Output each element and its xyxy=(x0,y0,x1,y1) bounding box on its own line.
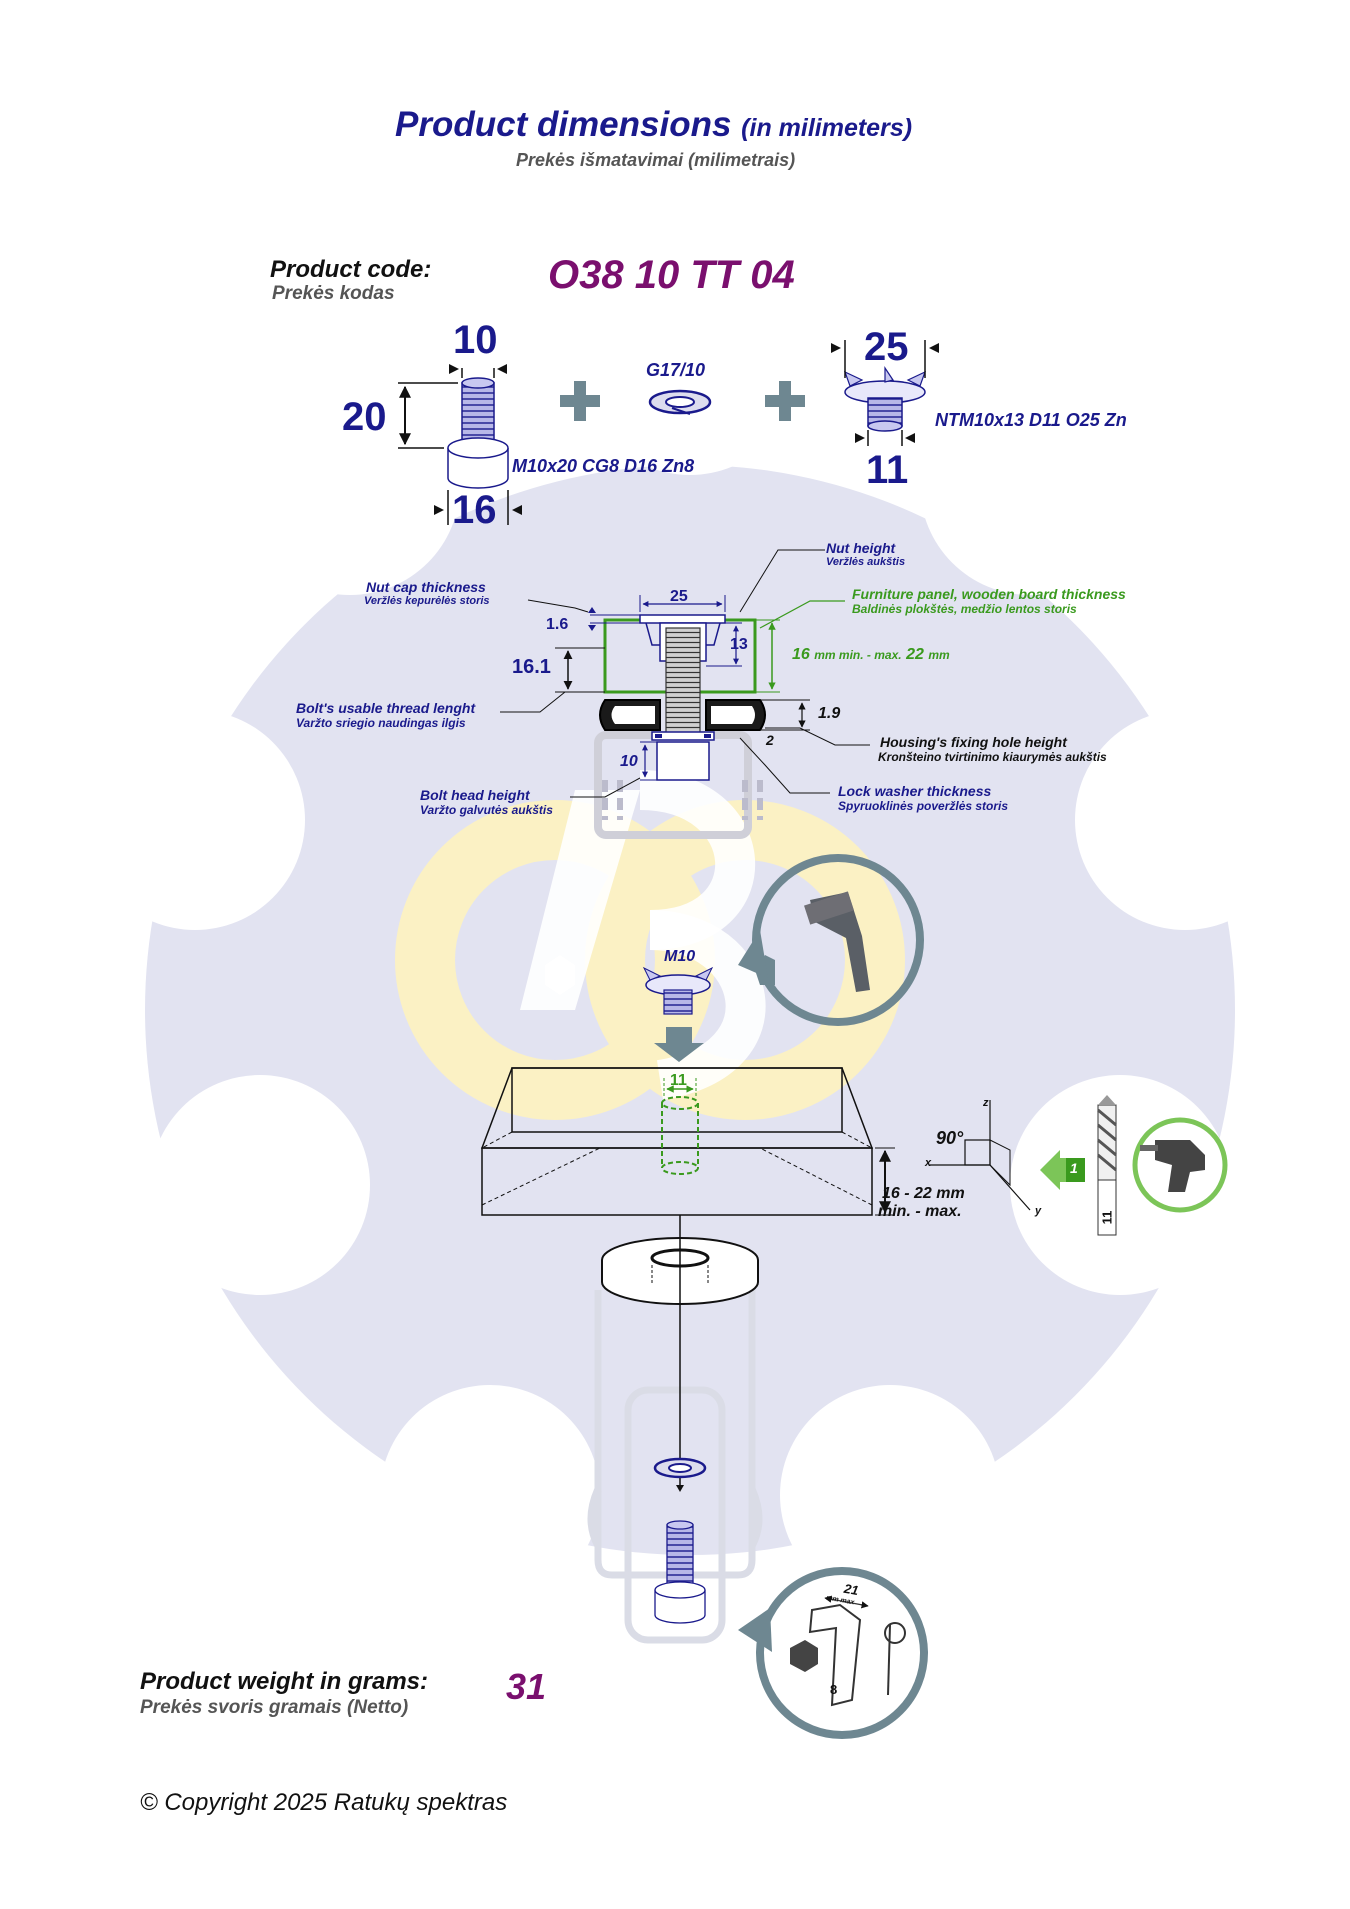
assembly-cross-section xyxy=(500,549,870,839)
bolt-diameter-label: 10 xyxy=(453,318,498,362)
assembly-nut-width-value: 25 xyxy=(670,588,688,605)
right-angle-axes xyxy=(930,1100,1031,1211)
page-title-text: Product dimensions xyxy=(395,105,732,144)
hex-key-tool-icon xyxy=(756,1567,928,1739)
tnut-small-drawing xyxy=(642,966,714,1015)
thread-length-label: Bolt's usable thread lenght xyxy=(296,700,476,716)
page-title: Product dimensions (in milimeters) xyxy=(395,105,912,145)
axis-x-label: x xyxy=(925,1157,932,1169)
board-range-label: 16 - 22 mm xyxy=(882,1185,965,1202)
axis-z-label: z xyxy=(983,1097,989,1109)
hex-size-label: 8 xyxy=(830,1682,838,1697)
bolt-drawing xyxy=(398,364,522,525)
panel-range-min: 16 xyxy=(792,646,810,663)
weight-label: Product weight in grams: xyxy=(140,1668,429,1695)
nut-height-label-lt: Veržlės aukštis xyxy=(826,556,906,568)
bolt-length-label: 20 xyxy=(342,395,387,439)
power-drill-icon xyxy=(1132,1117,1228,1213)
assembly-nut-height-value: 13 xyxy=(730,636,748,653)
nut-cap-label-lt: Veržlės kepurėlės storis xyxy=(364,595,490,607)
hammer-arrow-icon xyxy=(738,930,768,978)
lock-washer-thickness-label-lt: Spyruoklinės poveržlės storis xyxy=(838,799,1009,813)
bolt-head-height-label-lt: Varžto galvutės aukštis xyxy=(420,803,553,817)
install-nut-label: M10 xyxy=(664,948,696,965)
hole-diameter-label: 11 xyxy=(670,1072,687,1089)
bolt-head-diameter-label: 16 xyxy=(452,488,497,532)
lock-washer-small-drawing xyxy=(653,1457,707,1479)
tnut-drawing xyxy=(831,340,939,446)
angle-label: 90° xyxy=(936,1128,964,1148)
down-arrow-icon xyxy=(654,1027,704,1062)
product-code-value: O38 10 TT 04 xyxy=(548,253,795,297)
tnut-spec-label: NTM10x13 D11 O25 Zn xyxy=(935,410,1127,430)
wooden-board-drawing xyxy=(480,1067,895,1216)
assembly-housing-hole-value: 1.9 xyxy=(818,705,841,722)
assembly-nut-cap-value: 1.6 xyxy=(546,616,569,633)
panel-range-unit-2: mm xyxy=(928,648,950,662)
board-range-label-lt: min. - max. xyxy=(878,1203,962,1220)
panel-thickness-label: Furniture panel, wooden board thickness xyxy=(852,586,1126,602)
tnut-top-diameter-label: 25 xyxy=(864,325,909,369)
lock-washer-thickness-label: Lock washer thickness xyxy=(838,783,992,799)
copyright-text: © Copyright 2025 Ratukų spektras xyxy=(140,1789,508,1816)
key-size-label: 21 xyxy=(842,1580,860,1599)
weight-label-lt: Prekės svoris gramais (Netto) xyxy=(140,1697,409,1718)
washer-spec-label: G17/10 xyxy=(646,360,706,380)
bolt-small-drawing xyxy=(654,1520,706,1624)
bolt-head-height-label: Bolt head height xyxy=(420,787,530,803)
lock-washer-drawing xyxy=(648,389,712,415)
nut-cap-label: Nut cap thickness xyxy=(366,579,486,595)
page-title-unit: (in milimeters) xyxy=(741,114,913,142)
drill-bit-icon xyxy=(1097,1095,1117,1236)
panel-range-unit-1: mm min. - max. xyxy=(814,648,902,662)
nut-height-label: Nut height xyxy=(826,540,896,556)
product-code-label: Product code: xyxy=(270,256,432,283)
assembly-bolt-head-value: 10 xyxy=(620,753,638,770)
panel-range-label: 16 mm min. - max. 22 mm xyxy=(792,646,950,664)
thread-length-label-lt: Varžto sriegio naudingas ilgis xyxy=(296,716,466,730)
drill-size-label: 11 xyxy=(1099,1210,1115,1225)
panel-range-max: 22 xyxy=(906,646,924,663)
housing-hole-label: Housing's fixing hole height xyxy=(880,734,1067,750)
hex-key-arrow-icon xyxy=(738,1608,772,1652)
bolt-spec-label: M10x20 CG8 D16 Zn8 xyxy=(512,456,695,476)
weight-value: 31 xyxy=(506,1666,547,1707)
plus-icon xyxy=(560,381,805,421)
assembly-washer-thickness-value: 2 xyxy=(766,732,774,748)
step-1-arrow-icon xyxy=(1040,1150,1085,1190)
assembly-thread-length-value: 16.1 xyxy=(512,656,551,678)
panel-thickness-label-lt: Baldinės plokštės, medžio lentos storis xyxy=(852,602,1077,616)
housing-hole-label-lt: Kronšteino tvirtinimo kiaurymės aukštis xyxy=(878,750,1107,764)
step-number-label: 1 xyxy=(1070,1160,1078,1176)
tnut-bottom-diameter-label: 11 xyxy=(866,448,909,492)
product-code-label-lt: Prekės kodas xyxy=(272,283,395,304)
axis-y-label: y xyxy=(1035,1205,1042,1217)
page-subtitle: Prekės išmatavimai (milimetrais) xyxy=(516,150,796,170)
